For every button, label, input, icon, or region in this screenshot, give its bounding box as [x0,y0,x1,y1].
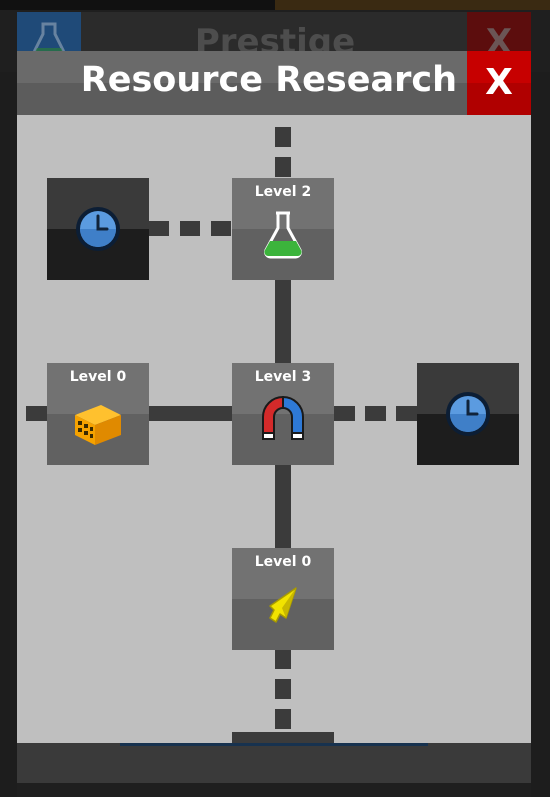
background-accent [275,0,550,10]
level-label: Level 0 [69,369,127,385]
connector-segment [275,127,291,147]
connector-segment [211,221,231,236]
connector-segment [275,649,291,669]
connector-stub [232,732,334,743]
research-node-production-speed[interactable] [47,178,149,280]
close-button[interactable]: X [467,51,531,115]
resource-research-dialog: Resource Research X [17,51,531,783]
research-node-speed-right[interactable] [417,363,519,465]
arrow-icon [269,587,297,623]
connector-line [275,279,291,364]
clock-icon [446,392,490,436]
connector-segment [26,406,47,421]
connector-segment [275,679,291,699]
connector-line [149,406,232,421]
connector-segment [396,406,417,421]
dialog-header: Resource Research X [17,51,531,115]
level-label: Level 2 [254,184,312,200]
close-button-label: X [485,62,513,103]
research-tree[interactable]: Level 2 Level 0 Le [17,115,531,743]
dialog-title: Resource Research [80,60,457,100]
tree-connections [26,127,417,743]
background-left-edge [0,72,17,797]
connector-segment [365,406,386,421]
research-node-crate[interactable]: Level 0 [47,363,149,465]
connector-segment [180,221,200,236]
flask-icon [264,211,302,259]
connector-segment [275,157,291,177]
connector-segment [149,221,169,236]
crate-icon [75,405,121,445]
research-node-arrow[interactable]: Level 0 [232,548,334,650]
research-node-magnet[interactable]: Level 3 [232,363,334,465]
dialog-footer [17,743,531,783]
connector-line [275,464,291,549]
clock-icon [76,207,120,251]
background-right-edge [531,72,550,797]
level-label: Level 0 [254,554,312,570]
background-top-strip [0,0,550,10]
connector-segment [275,709,291,729]
magnet-icon [262,395,304,440]
level-label: Level 3 [254,369,312,385]
research-node-flask[interactable]: Level 2 [232,178,334,280]
connector-segment [334,406,355,421]
